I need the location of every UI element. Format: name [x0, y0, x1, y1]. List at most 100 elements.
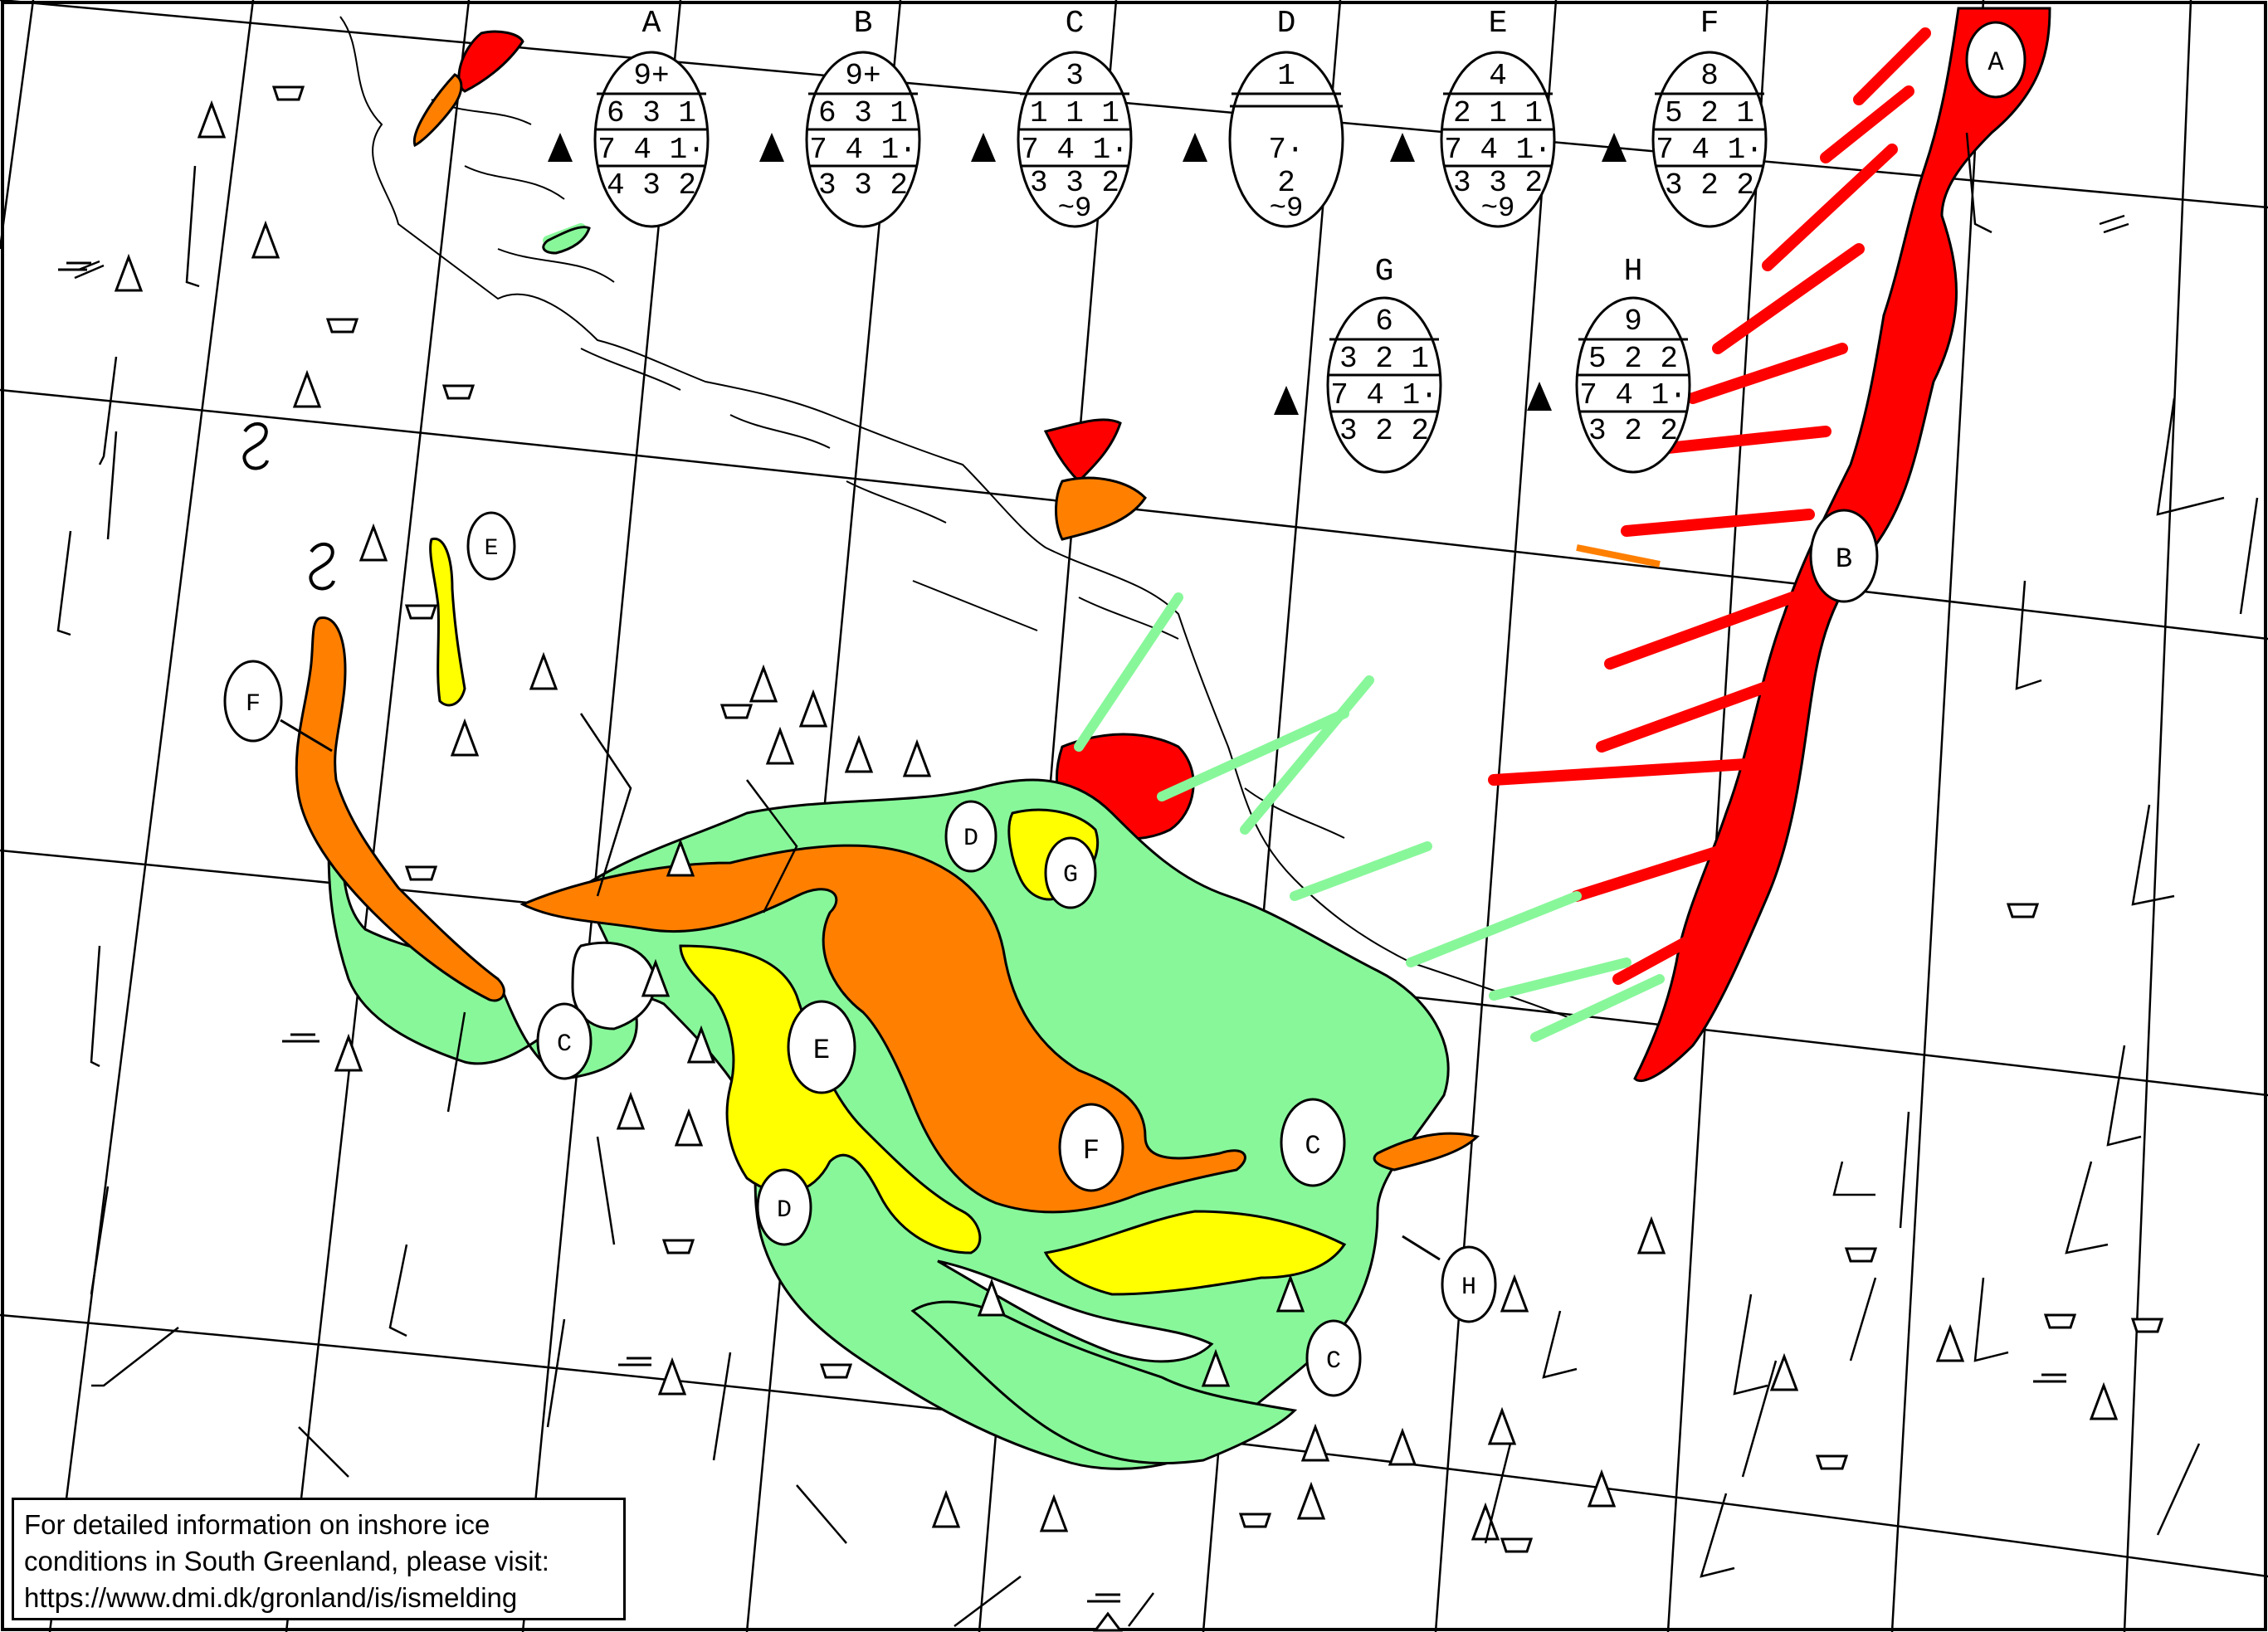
zone-label-text: H — [1461, 1274, 1476, 1302]
wind-barbs — [56, 132, 2259, 1627]
egg-code-id: F — [1700, 6, 1719, 41]
label-leader-lines — [280, 719, 1441, 1261]
egg-code-F: F 8 5 2 1 7 4 1· 3 2 2 — [1651, 6, 1768, 228]
egg-code-B: B 9+ 6 3 1 7 4 1· 3 3 2 — [805, 6, 921, 228]
green-fjord-branches — [543, 223, 1665, 1042]
info-url[interactable]: https://www.dmi.dk/gronland/is/ismelding — [24, 1582, 518, 1613]
ice-zone-red-northwest — [457, 30, 524, 93]
egg-code-id: E — [1489, 6, 1508, 41]
egg-code-id: A — [642, 6, 661, 41]
zone-label-text: C — [557, 1030, 572, 1059]
egg-code-stage: 7· — [1268, 133, 1304, 167]
info-line-1: For detailed information on inshore ice — [24, 1509, 490, 1540]
zone-label: D — [944, 800, 997, 873]
egg-code-form: 3 2 2 — [1665, 168, 1754, 202]
zone-label-text: A — [1988, 47, 2004, 78]
zone-label-text: D — [963, 825, 978, 853]
egg-code-partial: 1 1 1 — [1030, 96, 1119, 130]
egg-codes: A 9+ 6 3 1 7 4 1· 4 3 2 B 9+ 6 3 1 7 4 1… — [593, 6, 1768, 474]
egg-code-form: 3 2 2 — [1339, 414, 1429, 448]
iceberg-symbols — [114, 100, 2119, 1632]
egg-code-total: 1 — [1277, 59, 1295, 93]
egg-code-form: 3 3 2 — [1030, 166, 1119, 200]
egg-code-id: C — [1066, 6, 1085, 41]
ice-zone-orange-main — [519, 844, 1246, 1214]
egg-code-stage: 7 4 1· — [1656, 133, 1763, 167]
ice-zone-orange-northwest — [412, 73, 463, 148]
egg-code-C: C 3 1 1 1 7 4 1· 3 3 2 ~9 — [1017, 6, 1133, 228]
zone-label: A — [1965, 21, 2027, 99]
zone-label: F — [223, 660, 283, 743]
egg-code-stage: 7 4 1· — [809, 133, 917, 167]
egg-code-total: 6 — [1375, 304, 1393, 339]
egg-code-id: H — [1624, 254, 1643, 290]
egg-code-id: G — [1375, 254, 1394, 290]
egg-code-total: 9+ — [633, 59, 669, 93]
zone-label-text: D — [777, 1196, 792, 1225]
zone-label: H — [1441, 1245, 1497, 1323]
egg-code-total: 9 — [1624, 304, 1642, 339]
egg-code-stage: 7 4 1· — [1579, 378, 1687, 412]
zone-label-text: E — [813, 1035, 830, 1067]
red-fjord-fingers — [1488, 27, 1931, 985]
ice-zone-yellow-south-band — [1043, 1210, 1347, 1296]
egg-code-form: 3 3 2 — [1453, 166, 1543, 200]
ice-zone-green-northwest — [542, 226, 591, 255]
info-line-2: conditions in South Greenland, please vi… — [24, 1546, 549, 1576]
zone-label: F — [1058, 1103, 1124, 1192]
ice-zone-green-south — [910, 1300, 1298, 1465]
zone-label: C — [536, 1002, 593, 1080]
squiggle-symbols — [242, 422, 335, 591]
ice-zone-yellow-west-strip — [429, 537, 466, 707]
zone-label-text: B — [1836, 544, 1852, 576]
egg-code-partial: 5 2 1 — [1665, 96, 1754, 130]
egg-code-form: 3 3 2 — [818, 168, 908, 202]
zone-labels: A B E F C G D E F C D H C — [223, 21, 2027, 1397]
zone-label: E — [787, 1000, 856, 1094]
egg-code-partial: 3 2 1 — [1339, 342, 1429, 376]
egg-code-stage: 7 4 1· — [1330, 378, 1438, 412]
zone-label: G — [1044, 836, 1097, 909]
zone-label: C — [1280, 1098, 1346, 1187]
egg-code-stage: 7 4 1· — [1444, 133, 1552, 167]
egg-code-form: 2 — [1277, 166, 1295, 200]
egg-code-stage: 7 4 1· — [597, 133, 705, 167]
zone-label-text: G — [1063, 861, 1078, 889]
ice-zone-orange-inlet — [1055, 476, 1147, 541]
egg-code-id: D — [1277, 6, 1296, 41]
egg-code-extra: ~9 — [1481, 193, 1515, 225]
egg-code-A: A 9+ 6 3 1 7 4 1· 4 3 2 — [593, 6, 710, 228]
zone-label: B — [1809, 509, 1879, 603]
zone-label: C — [1305, 1319, 1362, 1397]
egg-code-D: D 1 7· 2 ~9 — [1228, 6, 1344, 228]
egg-code-H: H 9 5 2 2 7 4 1· 3 2 2 — [1575, 254, 1691, 474]
open-water-west — [571, 941, 657, 1030]
egg-code-G: G 6 3 2 1 7 4 1· 3 2 2 — [1326, 254, 1442, 474]
egg-marker-triangles — [548, 133, 1627, 415]
egg-code-E: E 4 2 1 1 7 4 1· 3 3 2 ~9 — [1440, 6, 1556, 228]
egg-code-form: 3 2 2 — [1588, 414, 1678, 448]
egg-code-id: B — [854, 6, 873, 41]
zone-label-text: F — [1083, 1136, 1100, 1167]
egg-code-partial: 6 3 1 — [818, 96, 908, 130]
coastline — [339, 16, 1578, 1021]
egg-code-stage: 7 4 1· — [1021, 133, 1129, 167]
inshore-info-box: For detailed information on inshore ice … — [12, 1498, 626, 1620]
egg-code-total: 3 — [1066, 59, 1084, 93]
ice-zone-orange-east-finger — [1576, 544, 1661, 568]
egg-code-total: 4 — [1489, 59, 1507, 93]
egg-code-total: 9+ — [845, 59, 880, 93]
egg-code-partial: 6 3 1 — [607, 96, 696, 130]
zone-label-text: C — [1326, 1347, 1341, 1376]
egg-code-form: 4 3 2 — [607, 168, 696, 202]
zone-label: D — [756, 1168, 812, 1246]
egg-code-extra: ~9 — [1270, 193, 1304, 225]
ice-zone-orange-west-arm — [295, 616, 505, 1002]
zone-label-text: E — [485, 536, 499, 562]
egg-code-partial: 5 2 2 — [1588, 342, 1678, 376]
egg-code-extra: ~9 — [1058, 193, 1092, 225]
open-water-patch — [937, 1259, 1214, 1363]
floe-symbols — [271, 85, 2164, 1553]
zone-label-text: F — [246, 690, 261, 719]
